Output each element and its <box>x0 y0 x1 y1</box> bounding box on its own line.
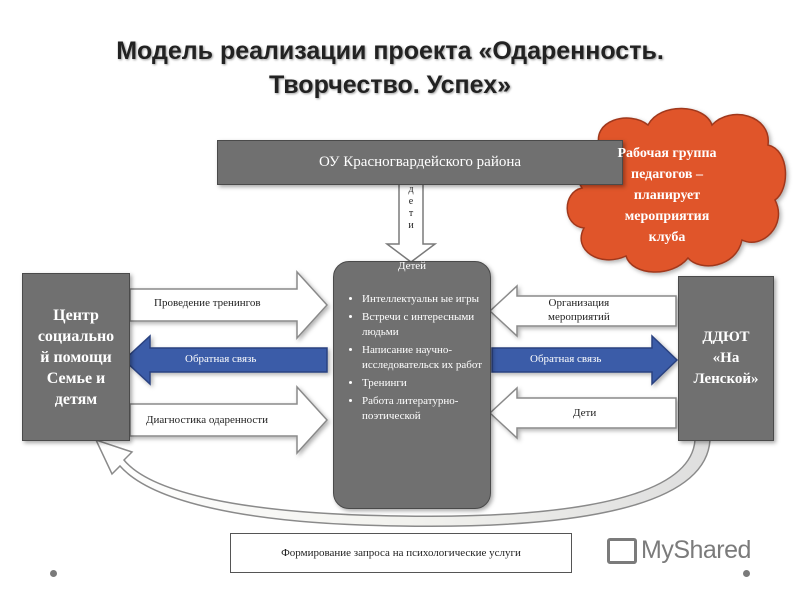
social-help-center-box: Центр социально й помощи Семье и детям <box>22 273 130 441</box>
deti-letter-1: д <box>408 184 414 195</box>
page-title: Модель реализации проекта «Одаренность. … <box>40 34 740 102</box>
ddyut-box: ДДЮТ «На Ленской» <box>678 276 774 441</box>
list-item: Интеллектуальн ые игры <box>362 292 502 307</box>
arrow-trainings <box>129 270 329 340</box>
feedback-left-label: Обратная связь <box>185 353 257 365</box>
left-box-line-4: Семье и <box>46 369 106 387</box>
left-box-line-1: Центр <box>53 306 99 324</box>
decor-dot-right <box>743 570 750 577</box>
feedback-right-label: Обратная связь <box>530 353 602 365</box>
left-box-line-3: й помощи <box>40 348 112 366</box>
arrow-feedback-left <box>122 334 328 386</box>
list-item: Встречи с интересными людьми <box>362 310 502 340</box>
cloud-line-3: планирует <box>633 188 701 203</box>
deti-letter-4: и <box>408 220 414 231</box>
working-group-text: Рабочая группа педагогов – планирует мер… <box>592 143 742 248</box>
arrow-organization <box>488 284 677 338</box>
deti-letter-2: е <box>408 196 414 207</box>
psych-request-label: Формирование запроса на психологические … <box>281 547 521 559</box>
list-item: Тренинги <box>362 376 502 391</box>
deti-letter-3: т <box>408 208 414 219</box>
myshared-watermark: MyShared <box>607 536 751 565</box>
down-arrow-deti <box>384 183 438 263</box>
left-box-line-5: детям <box>54 390 98 408</box>
list-item: Написание научно-исследовательск их рабо… <box>362 343 502 373</box>
arrow-feedback-right <box>491 334 679 386</box>
children-activities-box: Детей Интеллектуальн ые игры Встречи с и… <box>333 260 491 509</box>
organization-label: Организация мероприятий <box>548 296 610 324</box>
right-box-line-2: «На <box>712 350 740 366</box>
arrow-children-right <box>488 386 677 440</box>
right-box-line-1: ДДЮТ <box>702 329 750 345</box>
activities-list: Интеллектуальн ые игры Встречи с интерес… <box>344 292 502 427</box>
list-item: Работа литературно-поэтической <box>362 394 502 424</box>
myshared-logo-icon <box>607 538 637 565</box>
watermark-text: MyShared <box>641 536 751 564</box>
organization-line-2: мероприятий <box>548 311 610 323</box>
organization-line-1: Организация <box>548 297 610 309</box>
title-line-2: Творчество. Успех» <box>268 71 512 99</box>
trainings-label: Проведение тренингов <box>154 297 261 309</box>
left-box-line-2: социально <box>37 327 115 345</box>
decor-dot-left <box>50 570 57 577</box>
down-arrow-label: д е т и <box>402 184 420 232</box>
psych-request-box: Формирование запроса на психологические … <box>230 533 572 573</box>
title-line-1: Модель реализации проекта «Одаренность. <box>116 37 664 65</box>
cloud-line-5: клуба <box>648 230 686 245</box>
center-box-title: Детей <box>397 260 427 272</box>
cloud-line-2: педагогов – <box>631 167 703 182</box>
school-district-box: ОУ Красногвардейского района <box>217 140 623 185</box>
cloud-line-4: мероприятия <box>624 209 710 224</box>
children-label: Дети <box>573 407 597 419</box>
cloud-line-1: Рабочая группа <box>617 146 717 161</box>
diagnostics-label: Диагностика одаренности <box>146 414 268 426</box>
school-district-label: ОУ Красногвардейского района <box>318 154 522 170</box>
arrow-diagnostics <box>129 385 329 455</box>
right-box-line-3: Ленской» <box>693 371 759 387</box>
